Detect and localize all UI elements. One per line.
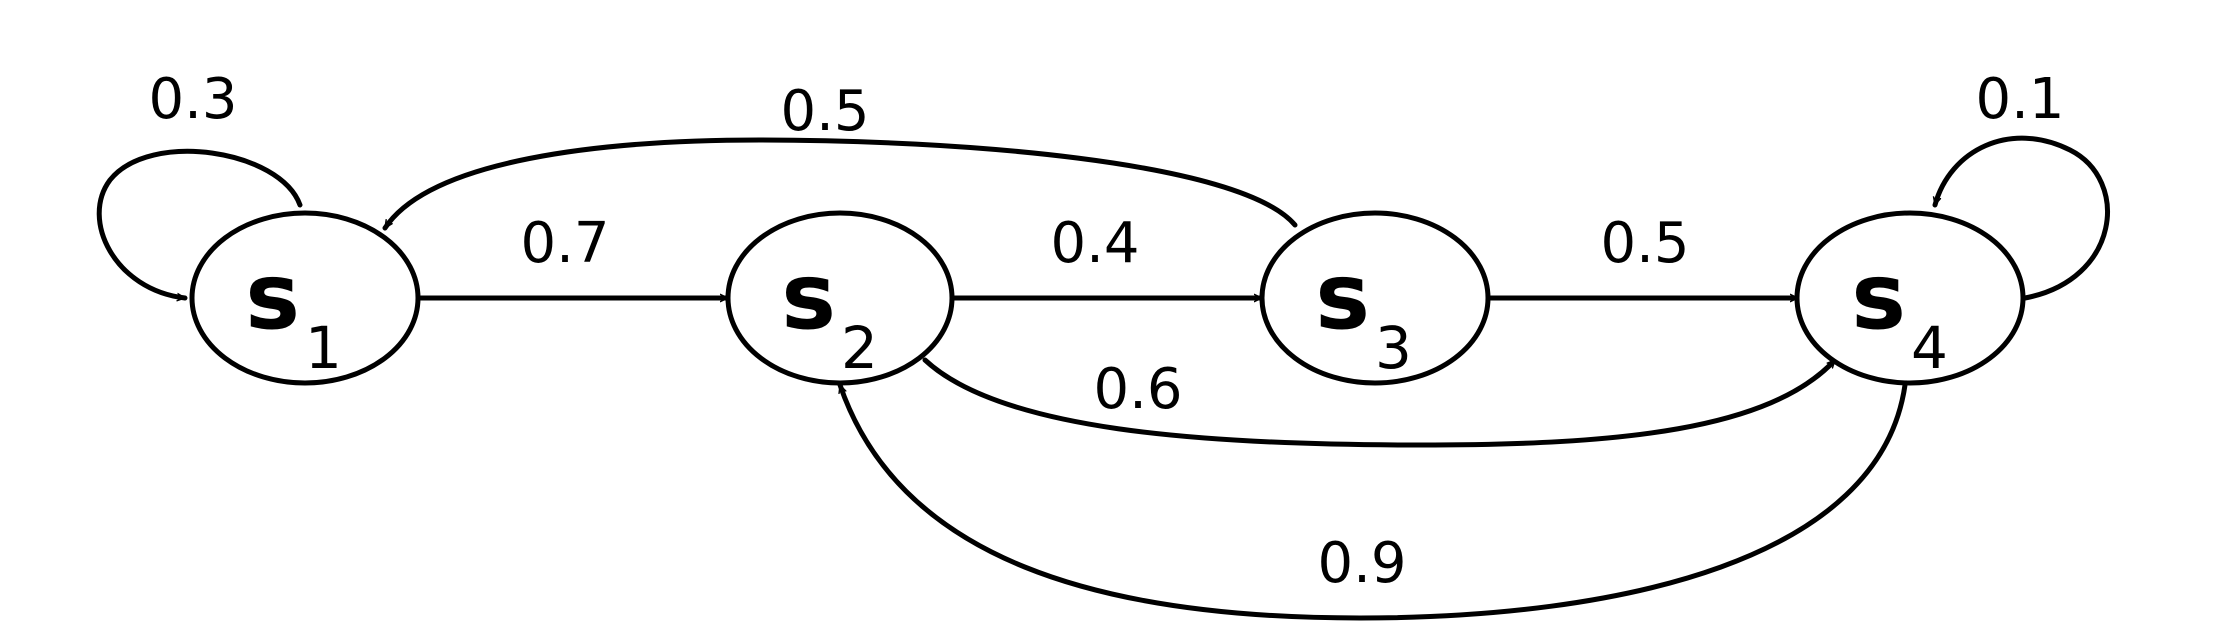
svg-text:1: 1 (305, 314, 342, 382)
edge-s4-to-s2 (837, 382, 1908, 621)
node-s1: s 1 (189, 210, 421, 386)
svg-text:2: 2 (841, 314, 878, 382)
svg-text:s: s (1851, 243, 1906, 350)
node-s2: s 2 (725, 210, 955, 386)
label-s2-to-s4: 0.6 (1093, 357, 1182, 422)
node-s1-letter: s (245, 243, 300, 350)
node-s1-ellipse (189, 210, 421, 386)
svg-text:3: 3 (1375, 314, 1412, 382)
node-s3-subscript: 3 (1375, 314, 1412, 382)
label-s1-to-s2: 0.7 (520, 211, 609, 276)
label-s3-to-s4: 0.5 (1600, 211, 1689, 276)
label-s2-to-s3: 0.4 (1050, 211, 1139, 276)
node-s3-ellipse (1259, 210, 1491, 386)
node-s4: s 4 (1794, 210, 2026, 386)
node-s3: s 3 (1259, 210, 1491, 386)
label-s1-self: 0.3 (148, 67, 237, 132)
node-s3-letter: s (1315, 243, 1370, 350)
edge-s2-to-s4 (922, 357, 1838, 448)
edge-s1-self (96, 148, 303, 298)
node-s1-subscript: 1 (305, 314, 342, 382)
edge-s4-self (1932, 135, 2110, 301)
svg-text:s: s (781, 243, 836, 350)
label-s3-to-s1: 0.5 (780, 79, 869, 144)
node-s2-ellipse (725, 210, 955, 386)
node-s4-ellipse (1794, 210, 2026, 386)
label-s4-to-s2: 0.9 (1317, 531, 1406, 596)
node-s4-subscript: 4 (1911, 314, 1948, 382)
node-s2-letter: s (781, 243, 836, 350)
node-s4-letter: s (1851, 243, 1906, 350)
svg-text:4: 4 (1911, 314, 1948, 382)
node-s2-subscript: 2 (841, 314, 878, 382)
svg-text:s: s (245, 243, 300, 350)
svg-text:s: s (1315, 243, 1370, 350)
label-s4-self: 0.1 (1975, 67, 2064, 132)
edge-s3-to-s1 (382, 137, 1298, 231)
